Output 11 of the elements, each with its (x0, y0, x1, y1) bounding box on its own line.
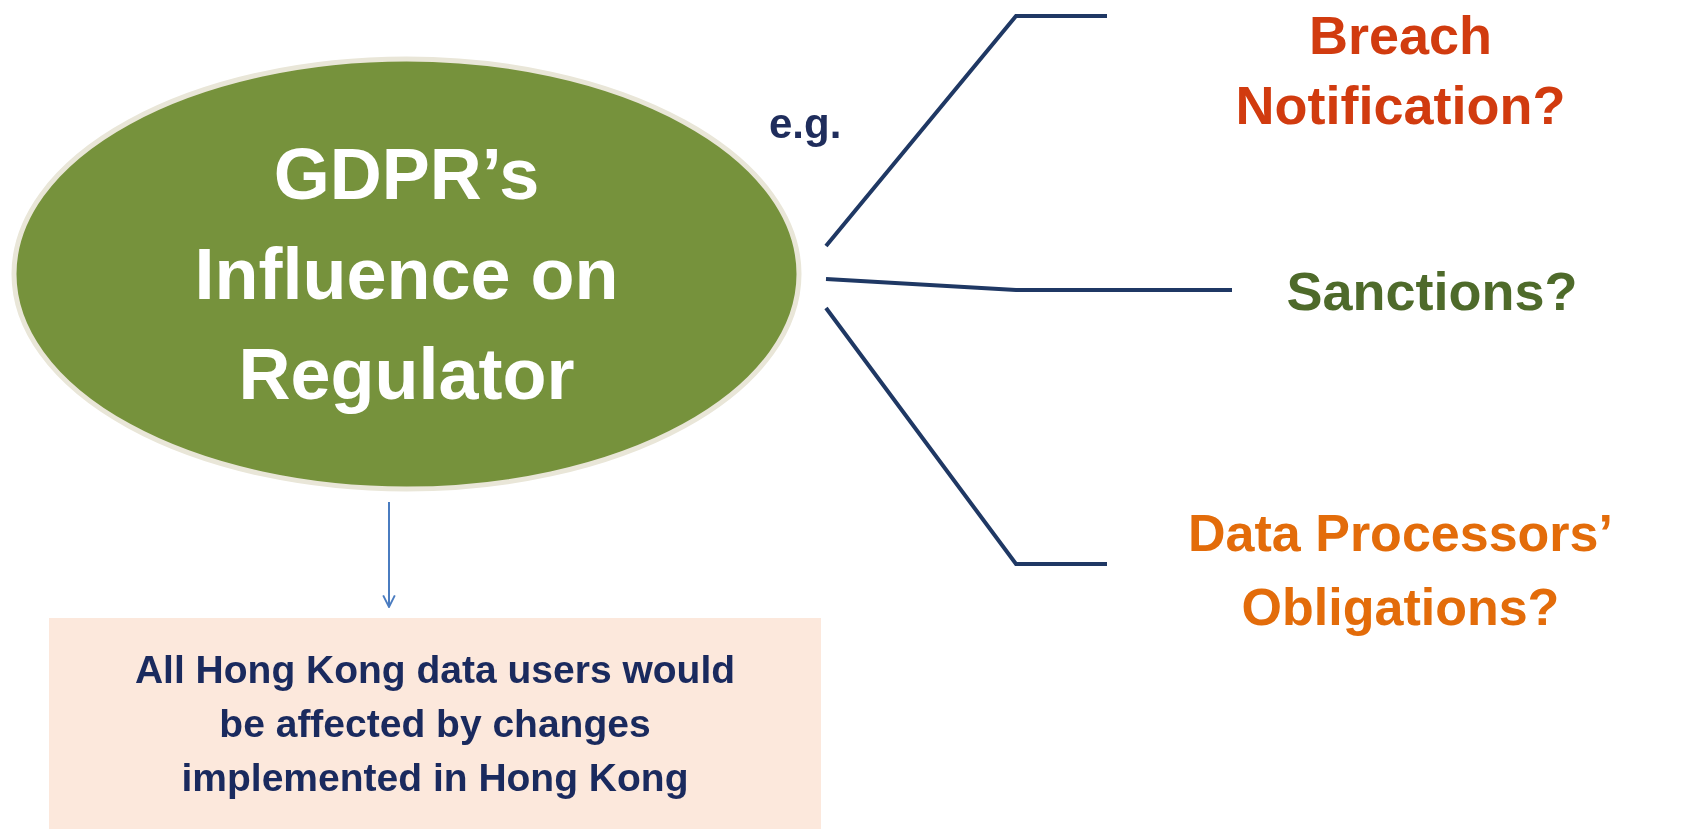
note-text: All Hong Kong data users would be affected by changes implemented in Hong Kong (133, 646, 737, 801)
node-title: GDPR’s Influence on Regulator (193, 133, 620, 416)
node-label: Sanctions? (1286, 260, 1578, 323)
node-label: Breach Notification? (1234, 4, 1567, 137)
connector-line (824, 306, 1107, 566)
arrow (382, 501, 396, 608)
note-box (49, 618, 821, 829)
connector-line (824, 14, 1107, 248)
node-label: Data Processors’ Obligations? (1187, 503, 1614, 638)
annotation-text: e.g. (769, 100, 842, 148)
connector-line (825, 277, 1232, 292)
